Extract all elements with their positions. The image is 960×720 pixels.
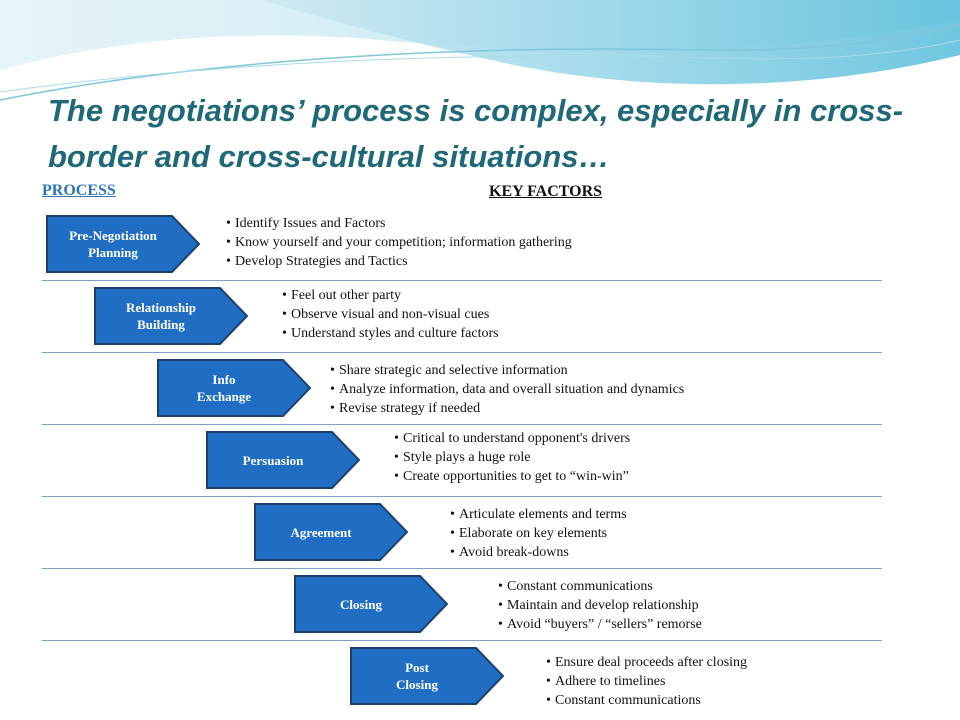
stage-persuasion: Persuasion — [206, 431, 360, 489]
stage-label: Persuasion — [242, 452, 304, 468]
chevron-arrow-shape — [46, 215, 200, 273]
factor-item: Avoid “buyers” / “sellers” remorse — [498, 615, 702, 634]
chevron-arrow-shape — [350, 647, 504, 705]
factor-list-agreement: Articulate elements and terms Elaborate … — [450, 505, 627, 562]
stage-post-closing: Post Closing — [350, 647, 504, 705]
stage-label: Pre-Negotiation Planning — [69, 228, 157, 260]
stage-label: Agreement — [290, 524, 352, 540]
factor-item: Style plays a huge role — [394, 448, 630, 467]
chevron-arrow-shape — [157, 359, 311, 417]
row-divider — [42, 424, 882, 425]
row-divider — [42, 568, 882, 569]
factor-item: Develop Strategies and Tactics — [226, 252, 572, 271]
chevron-arrow-shape — [294, 575, 448, 633]
factor-item: Constant communications — [498, 577, 702, 596]
row-divider — [42, 280, 882, 281]
factor-item: Understand styles and culture factors — [282, 324, 499, 343]
factor-list-closing: Constant communications Maintain and dev… — [498, 577, 702, 634]
factor-list-pre-negotiation-planning: Identify Issues and Factors Know yoursel… — [226, 214, 572, 271]
factor-item: Constant communications — [546, 691, 747, 710]
chevron-arrow-shape — [206, 431, 360, 489]
factor-item: Revise strategy if needed — [330, 399, 684, 418]
factor-item: Feel out other party — [282, 286, 499, 305]
factor-item: Avoid break-downs — [450, 543, 627, 562]
factor-item: Observe visual and non-visual cues — [282, 305, 499, 324]
stage-label: Relationship Building — [125, 300, 197, 332]
factor-item: Share strategic and selective informatio… — [330, 361, 684, 380]
factor-list-info-exchange: Share strategic and selective informatio… — [330, 361, 684, 418]
stage-label: Info Exchange — [196, 372, 252, 404]
factor-item: Adhere to timelines — [546, 672, 747, 691]
factor-item: Maintain and develop relationship — [498, 596, 702, 615]
stage-relationship-building: Relationship Building — [94, 287, 248, 345]
key-factors-heading: KEY FACTORS — [489, 183, 603, 200]
factor-item: Analyze information, data and overall si… — [330, 380, 684, 399]
factor-list-persuasion: Critical to understand opponent's driver… — [394, 429, 630, 486]
stage-label: Closing — [340, 596, 382, 612]
stage-agreement: Agreement — [254, 503, 408, 561]
chevron-arrow-shape — [94, 287, 248, 345]
stage-info-exchange: Info Exchange — [157, 359, 311, 417]
stage-closing: Closing — [294, 575, 448, 633]
slide-title: The negotiations’ process is complex, es… — [48, 93, 904, 174]
decorative-wave-header — [0, 0, 960, 101]
factor-item: Know yourself and your competition; info… — [226, 233, 572, 252]
factor-item: Critical to understand opponent's driver… — [394, 429, 630, 448]
factor-item: Identify Issues and Factors — [226, 214, 572, 233]
row-divider — [42, 352, 882, 353]
factor-item: Articulate elements and terms — [450, 505, 627, 524]
process-heading: PROCESS — [42, 182, 116, 199]
row-divider — [42, 496, 882, 497]
factor-list-relationship-building: Feel out other party Observe visual and … — [282, 286, 499, 343]
row-divider — [42, 640, 882, 641]
factor-item: Create opportunities to get to “win-win” — [394, 467, 630, 486]
chevron-arrow-shape — [254, 503, 408, 561]
stage-pre-negotiation-planning: Pre-Negotiation Planning — [46, 215, 200, 273]
factor-item: Elaborate on key elements — [450, 524, 627, 543]
factor-item: Ensure deal proceeds after closing — [546, 653, 747, 672]
stage-label: Post Closing — [396, 660, 438, 692]
factor-list-post-closing: Ensure deal proceeds after closing Adher… — [546, 653, 747, 710]
